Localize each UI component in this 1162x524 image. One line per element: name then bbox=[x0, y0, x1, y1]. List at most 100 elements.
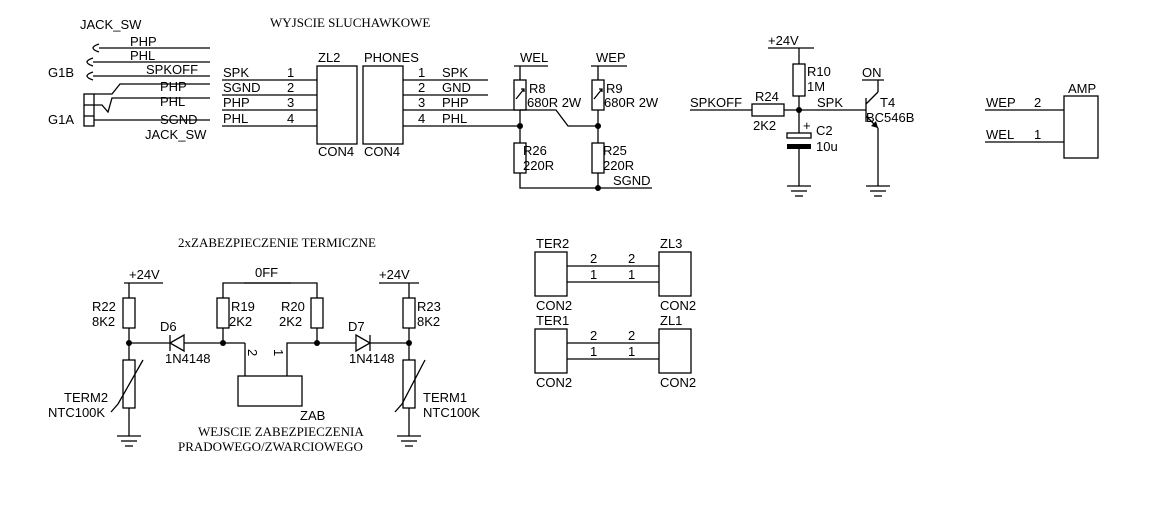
transistor-stage: +24V R10 1M SPKOFF R24 2K2 SPK + C2 10u … bbox=[690, 33, 914, 197]
d6-diode bbox=[168, 333, 185, 353]
r20-resistor bbox=[310, 297, 324, 329]
jack-plug-body bbox=[83, 93, 95, 127]
r9-value: 680R 2W bbox=[604, 95, 659, 110]
r23-name: R23 bbox=[417, 299, 441, 314]
phones-pin-1: 1 bbox=[418, 65, 425, 80]
spk-net-label: SPK bbox=[817, 95, 843, 110]
r24-name: R24 bbox=[755, 89, 779, 104]
amp-pin-1: 1 bbox=[1034, 127, 1041, 142]
r19-resistor bbox=[216, 297, 230, 329]
zl1-pin-2: 2 bbox=[628, 328, 635, 343]
jack-contact-phl bbox=[86, 57, 94, 67]
d7-diode bbox=[355, 333, 372, 353]
t4-name: T4 bbox=[880, 95, 895, 110]
t4-emitter-arrow bbox=[871, 121, 878, 128]
term1-type: NTC100K bbox=[423, 405, 480, 420]
thermal-supply-right: +24V bbox=[379, 267, 410, 282]
phones-body bbox=[362, 65, 404, 145]
thermal-off-label: 0FF bbox=[255, 265, 278, 280]
r22-resistor bbox=[122, 297, 136, 329]
r26-value: 220R bbox=[523, 158, 554, 173]
c2-value: 10u bbox=[816, 139, 838, 154]
ter1-body bbox=[534, 328, 568, 374]
r25-value: 220R bbox=[603, 158, 634, 173]
title-input-line1: WEJSCIE ZABEZPIECZENIA bbox=[198, 424, 364, 439]
zl2-type: CON4 bbox=[318, 144, 354, 159]
thermal-protection: +24V R22 8K2 D6 1N4148 TERM2 NTC100K 0FF bbox=[48, 265, 480, 447]
zl1-name: ZL1 bbox=[660, 313, 682, 328]
spkoff-net-label: SPKOFF bbox=[690, 95, 742, 110]
zl3-name: ZL3 bbox=[660, 236, 682, 251]
t4-collector bbox=[865, 91, 879, 105]
phones-type: CON4 bbox=[364, 144, 400, 159]
thermal-supply-left: +24V bbox=[129, 267, 160, 282]
r8-name: R8 bbox=[529, 81, 546, 96]
t4-transistor bbox=[865, 80, 879, 186]
r24-resistor bbox=[751, 103, 785, 117]
ter1-zl1-connectors: TER1 CON2 ZL1 CON2 2 1 2 1 bbox=[534, 313, 696, 390]
t4-type: BC546B bbox=[866, 110, 914, 125]
term1-thermistor bbox=[402, 359, 416, 409]
t4-supply-label: +24V bbox=[768, 33, 799, 48]
zl1-body bbox=[658, 328, 692, 374]
phones-pin-4: 4 bbox=[418, 111, 425, 126]
r10-resistor bbox=[792, 63, 806, 97]
jack-sw-top-label: JACK_SW bbox=[80, 17, 142, 32]
zl2-pin-2: 2 bbox=[287, 80, 294, 95]
r23-value: 8K2 bbox=[417, 314, 440, 329]
r8-variable-mark bbox=[515, 88, 525, 100]
jack-pin-php-top: PHP bbox=[130, 34, 157, 49]
r26-name: R26 bbox=[523, 143, 547, 158]
zl1-type: CON2 bbox=[660, 375, 696, 390]
d7-name: D7 bbox=[348, 319, 365, 334]
d6-triangle bbox=[168, 333, 185, 353]
term1-thermistor-mark bbox=[394, 359, 426, 413]
r9-name: R9 bbox=[606, 81, 623, 96]
jack-pin-sgnd: SGND bbox=[160, 112, 198, 127]
zl3-pin-2: 2 bbox=[628, 251, 635, 266]
zab-wire-right bbox=[286, 342, 356, 376]
off-wire bbox=[222, 282, 318, 298]
r22-name: R22 bbox=[92, 299, 116, 314]
d7-triangle bbox=[355, 333, 372, 353]
ter1-pin-1: 1 bbox=[590, 344, 597, 359]
ter1-name: TER1 bbox=[536, 313, 569, 328]
r8-value: 680R 2W bbox=[527, 95, 582, 110]
amp-connector: AMP WEP 2 WEL 1 bbox=[985, 81, 1099, 159]
jack-sw-bottom-label: JACK_SW bbox=[145, 127, 207, 142]
zl2-net-sgnd: SGND bbox=[223, 80, 261, 95]
jack-wire-phl bbox=[94, 97, 210, 114]
php-crossover-wire bbox=[520, 109, 598, 127]
c2-plate-positive bbox=[786, 132, 812, 139]
zab-pin-1: 1 bbox=[271, 349, 286, 356]
amp-pin-2: 2 bbox=[1034, 95, 1041, 110]
wel-net-label: WEL bbox=[520, 50, 548, 65]
ter2-zl3-connectors: TER2 CON2 ZL3 CON2 2 1 2 1 bbox=[534, 236, 696, 313]
phones-name: PHONES bbox=[364, 50, 419, 65]
zl2-net-spk: SPK bbox=[223, 65, 249, 80]
title-headphones: WYJSCIE SLUCHAWKOWE bbox=[270, 15, 430, 30]
zl2-net-phl: PHL bbox=[223, 111, 248, 126]
c2-name: C2 bbox=[816, 123, 833, 138]
jack-g1a-label: G1A bbox=[48, 112, 74, 127]
ter2-name: TER2 bbox=[536, 236, 569, 251]
ter2-pin-1: 1 bbox=[590, 267, 597, 282]
zl2-name: ZL2 bbox=[318, 50, 340, 65]
ter2-pin-2: 2 bbox=[590, 251, 597, 266]
jack-contact-spkoff bbox=[86, 71, 94, 81]
zl3-type: CON2 bbox=[660, 298, 696, 313]
amp-net-wep: WEP bbox=[986, 95, 1016, 110]
jack-wire-php bbox=[94, 83, 210, 95]
output-resistors: WEL R8 680R 2W WEP R9 680R 2W R26 220R R… bbox=[513, 50, 659, 191]
term1-name: TERM1 bbox=[423, 390, 467, 405]
phones-net-phl: PHL bbox=[442, 111, 467, 126]
jack-pin-phl-bottom: PHL bbox=[160, 94, 185, 109]
c2-ground-symbol bbox=[787, 185, 811, 197]
phones-connector: PHONES CON4 1 2 3 4 SPK GND PHP PHL bbox=[362, 50, 520, 159]
term2-name: TERM2 bbox=[64, 390, 108, 405]
r9-variable-mark bbox=[593, 88, 603, 100]
zl3-body bbox=[658, 251, 692, 297]
sgnd-wire bbox=[519, 173, 599, 189]
jack-g1b-label: G1B bbox=[48, 65, 74, 80]
d6-type: 1N4148 bbox=[165, 351, 211, 366]
